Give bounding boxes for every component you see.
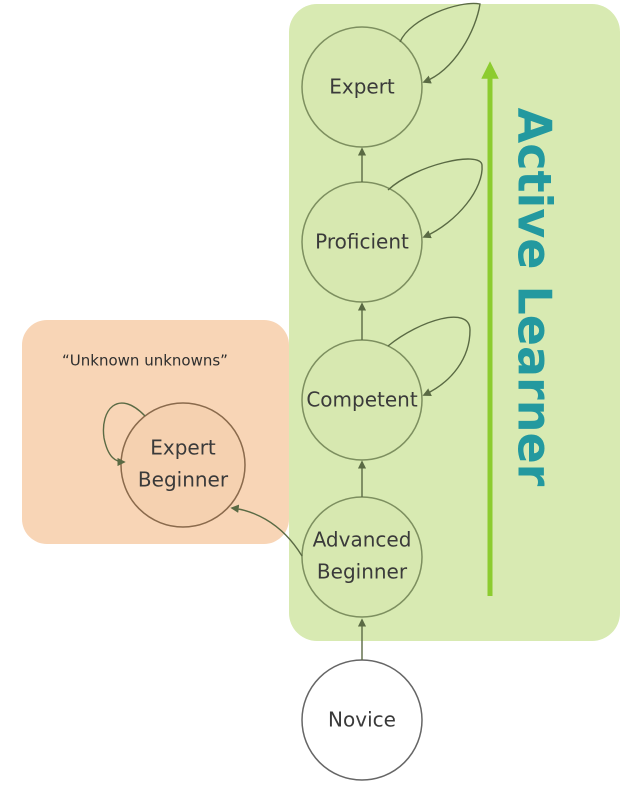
expert-beginner-node: Expert Beginner <box>120 402 246 528</box>
novice-label: Novice <box>328 708 396 732</box>
competent-self-loop <box>387 316 471 396</box>
novice-node: Novice <box>301 659 423 781</box>
proficient-node: Proficient <box>301 181 423 303</box>
unknown-unknowns-label: “Unknown unknowns” <box>62 352 228 370</box>
expert-beginner-label-line2: Beginner <box>138 468 229 492</box>
proficient-self-loop <box>387 158 483 239</box>
proficient-label: Proficient <box>315 230 409 254</box>
expert-label: Expert <box>329 75 395 99</box>
expert-self-loop <box>399 2 481 84</box>
active-learner-panel <box>289 4 620 641</box>
arrow-advanced-to-expert-beginner <box>230 504 303 557</box>
competent-node: Competent <box>301 339 423 461</box>
active-learner-title: Active Learner <box>508 108 562 487</box>
competent-label: Competent <box>306 388 418 412</box>
advanced-beginner-label-line1: Advanced <box>313 528 412 552</box>
expert-beginner-label-line1: Expert <box>150 436 216 460</box>
advanced-beginner-label-line2: Beginner <box>317 560 408 584</box>
expert-node: Expert <box>301 26 423 148</box>
advanced-beginner-node: Advanced Beginner <box>301 496 423 618</box>
expert-beginner-self-loop <box>102 402 146 467</box>
